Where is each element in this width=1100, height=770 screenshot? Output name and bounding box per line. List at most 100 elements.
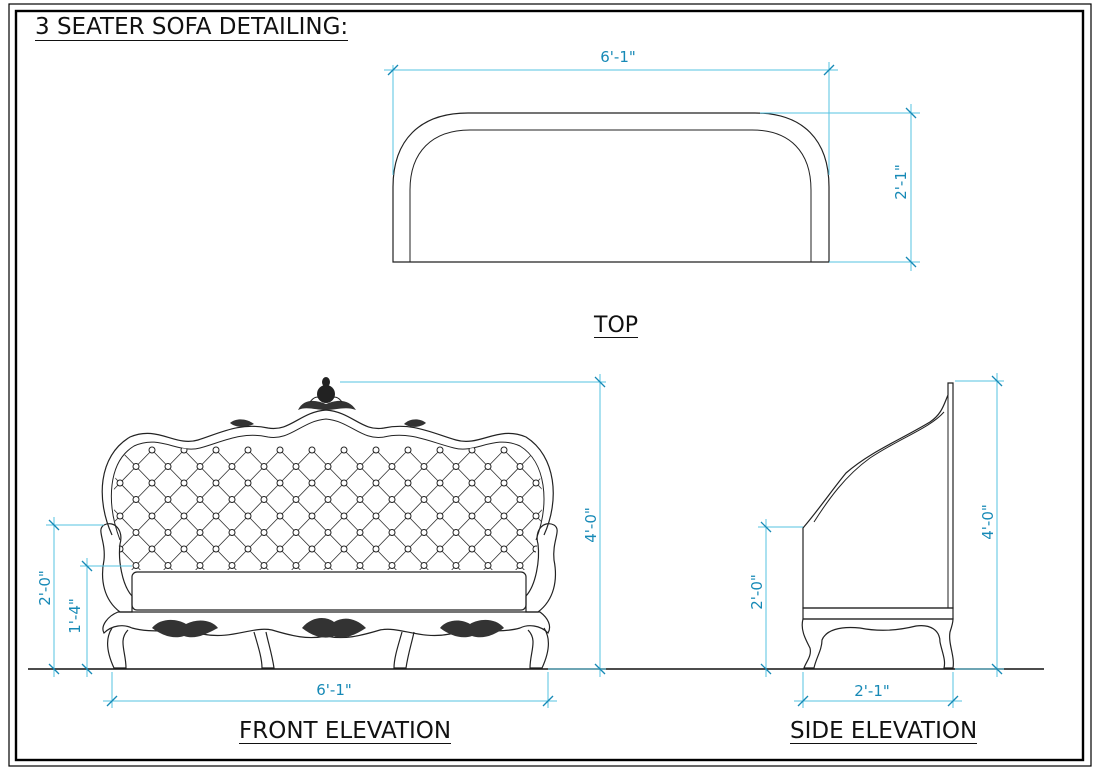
tufting-seam bbox=[515, 449, 543, 570]
tufting-seam bbox=[632, 450, 748, 570]
front-elevation-label: FRONT ELEVATION bbox=[239, 718, 452, 745]
front-seat-label: 1'-4" bbox=[66, 598, 84, 634]
tufting-seam bbox=[664, 450, 780, 570]
tufting-button bbox=[324, 529, 332, 536]
tufting-button bbox=[148, 446, 156, 454]
tufting-button bbox=[244, 512, 252, 520]
tufting-button bbox=[308, 479, 316, 487]
tufting-button bbox=[228, 529, 236, 536]
tufting-seam bbox=[0, 450, 44, 570]
side-depth-label: 2'-1" bbox=[854, 682, 890, 700]
tufting-button bbox=[260, 562, 268, 569]
top-view-outline bbox=[392, 112, 830, 263]
tufting-button bbox=[404, 446, 412, 454]
tufting-button bbox=[532, 512, 540, 520]
tufting-button bbox=[452, 463, 460, 470]
tufting-button bbox=[324, 463, 332, 470]
tufting-seam bbox=[113, 449, 141, 570]
front-mid-left-leg bbox=[253, 631, 275, 669]
tufting-button bbox=[484, 529, 492, 536]
tufting-button bbox=[372, 545, 380, 553]
tufting-button bbox=[148, 545, 156, 553]
front-back-frame bbox=[101, 409, 554, 536]
front-back-frame-inner bbox=[110, 418, 545, 541]
tufting-button bbox=[404, 545, 412, 553]
tufting-seam bbox=[644, 450, 760, 570]
tufting-button bbox=[276, 479, 284, 487]
tufting-button bbox=[452, 562, 460, 569]
tufting-button bbox=[468, 545, 476, 553]
tufting-seam bbox=[612, 450, 728, 570]
sheet-title-text: 3 SEATER SOFA DETAILING: bbox=[35, 14, 349, 41]
front-side-ornaments bbox=[230, 419, 426, 427]
tufting-seam bbox=[0, 450, 24, 570]
top-depth-dimension: 2'-1" bbox=[760, 104, 920, 271]
tufting-button bbox=[196, 562, 204, 569]
tufting-button bbox=[516, 529, 524, 536]
tufting-button bbox=[388, 562, 396, 569]
tufting-button bbox=[164, 496, 172, 503]
tufting-button bbox=[388, 496, 396, 503]
front-mid-right-leg bbox=[393, 631, 415, 669]
tufting-seam bbox=[0, 450, 88, 570]
tufting-button bbox=[340, 479, 348, 487]
tufting-button bbox=[196, 463, 204, 470]
side-arm-dimension: 2'-0" bbox=[748, 519, 803, 677]
tufting-button bbox=[308, 446, 316, 454]
side-arm-label: 2'-0" bbox=[748, 574, 766, 610]
tufting-seam bbox=[503, 449, 543, 570]
outer-border bbox=[8, 3, 1092, 767]
tufting-button bbox=[260, 529, 268, 536]
front-width-dimension: 6'-1" bbox=[103, 672, 557, 708]
tufting-button bbox=[132, 562, 140, 569]
side-seat-rail bbox=[802, 607, 954, 620]
front-height-label: 4'-0" bbox=[582, 507, 600, 543]
tufting-button bbox=[244, 479, 252, 487]
inner-border bbox=[14, 9, 1085, 762]
side-elevation-sofa bbox=[801, 382, 954, 669]
tufting-button bbox=[212, 446, 220, 454]
tufting-button bbox=[404, 512, 412, 520]
tufting-button bbox=[468, 479, 476, 487]
tufting-button bbox=[292, 562, 300, 569]
side-height-dimension: 4'-0" bbox=[955, 373, 1004, 677]
tufting-seam bbox=[113, 449, 185, 570]
tufting-button bbox=[468, 512, 476, 520]
tufting-button bbox=[180, 512, 188, 520]
side-elevation-label: SIDE ELEVATION bbox=[790, 718, 978, 745]
tufting-seam bbox=[113, 449, 153, 570]
front-right-arm bbox=[525, 523, 558, 613]
tufting-button bbox=[404, 479, 412, 487]
front-left-leg bbox=[106, 627, 129, 669]
tufting-button bbox=[292, 463, 300, 470]
sheet-title: 3 SEATER SOFA DETAILING: bbox=[35, 14, 349, 41]
tufting-button bbox=[356, 529, 364, 536]
tufting-seam bbox=[548, 450, 664, 570]
tufting-button bbox=[324, 562, 332, 569]
tufting-button bbox=[260, 463, 268, 470]
top-depth-label: 2'-1" bbox=[892, 164, 910, 200]
front-elevation-sofa bbox=[0, 377, 780, 669]
tufting-button bbox=[420, 562, 428, 569]
tufting-button bbox=[420, 529, 428, 536]
tufting-button bbox=[244, 545, 252, 553]
front-width-label: 6'-1" bbox=[316, 681, 352, 699]
top-view-inner-line bbox=[409, 129, 812, 262]
tufting-button bbox=[532, 479, 540, 487]
side-body-outline bbox=[802, 382, 954, 609]
tufting-button bbox=[228, 463, 236, 470]
tufting-button bbox=[420, 463, 428, 470]
tufting-button bbox=[212, 512, 220, 520]
tufting-button bbox=[340, 545, 348, 553]
tufting-button bbox=[116, 446, 124, 454]
tufting-button bbox=[436, 545, 444, 553]
tufting-button bbox=[324, 496, 332, 503]
side-height-label: 4'-0" bbox=[979, 504, 997, 540]
tufting-button bbox=[516, 496, 524, 503]
tufting-seam bbox=[0, 450, 12, 570]
tufting-button bbox=[196, 529, 204, 536]
tufting-button bbox=[308, 512, 316, 520]
tufting-button bbox=[132, 496, 140, 503]
side-back-curve bbox=[813, 411, 945, 523]
